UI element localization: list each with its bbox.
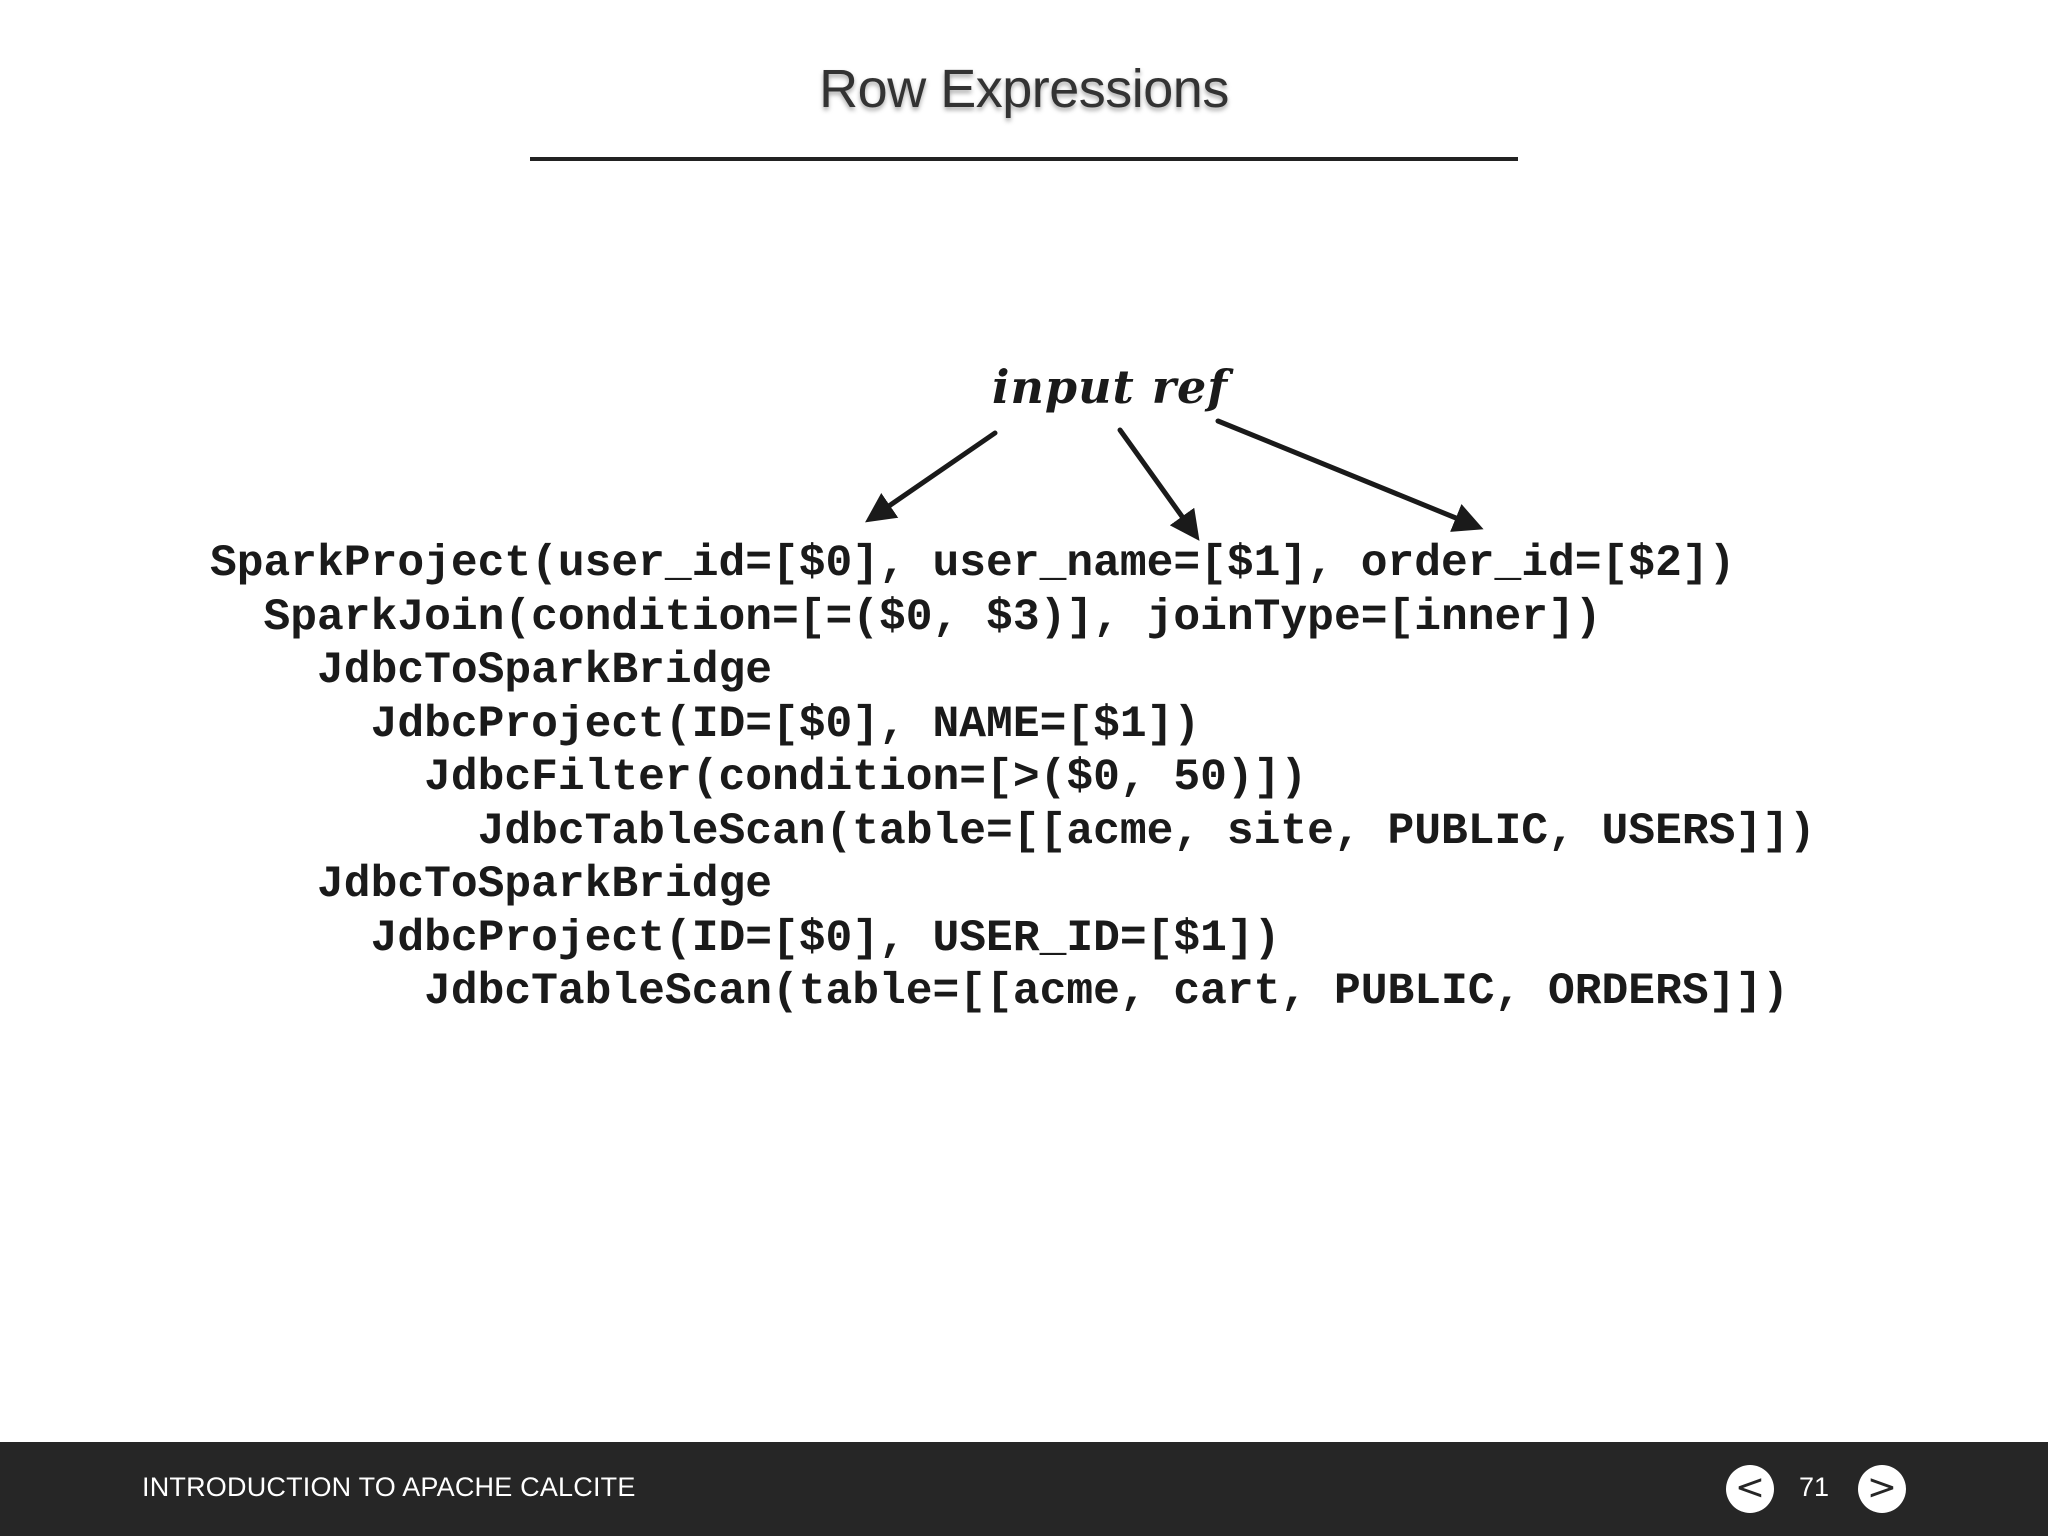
arrow-to-order-id [1215,418,1484,532]
code-line: JdbcTableScan(table=[[acme, site, PUBLIC… [210,806,1816,857]
deck-title: INTRODUCTION TO APACHE CALCITE [142,1472,636,1502]
code-line: JdbcToSparkBridge [210,860,772,910]
footer-bar: INTRODUCTION TO APACHE CALCITE < 71 > [0,1442,2048,1536]
title-underline [530,157,1518,161]
code-line: JdbcProject(ID=[$0], USER_ID=[$1]) [210,913,1281,964]
code-line: JdbcProject(ID=[$0], NAME=[$1]) [210,699,1201,750]
slide-title: Row Expressions [819,59,1229,119]
code-line: SparkProject(user_id=[$0], user_name=[$1… [210,539,1736,589]
page-number: 71 [1798,1472,1830,1502]
arrow-to-user-name [1117,427,1200,541]
annotation-label: input ref [992,360,1229,414]
code-line: JdbcFilter(condition=[>($0, 50)]) [210,753,1308,803]
previous-slide-icon[interactable]: < [1726,1465,1774,1513]
plan-code-block: SparkProject(user_id=[$0], user_name=[$1… [210,538,1816,1020]
code-line: SparkJoin(condition=[=($0, $3)], joinTyp… [210,592,1602,643]
next-slide-icon[interactable]: > [1858,1465,1906,1513]
code-line: JdbcToSparkBridge [210,646,772,696]
code-line: JdbcTableScan(table=[[acme, cart, PUBLIC… [210,967,1789,1017]
arrow-to-user-id [865,430,998,523]
